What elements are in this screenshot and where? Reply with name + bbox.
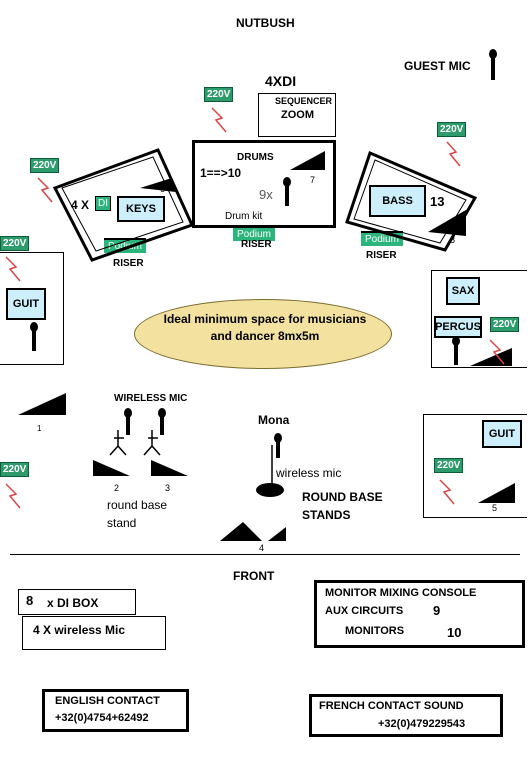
drums-count: 9x xyxy=(259,187,273,202)
keys-riser: RISER xyxy=(113,258,144,269)
monitor-2-number: 2 xyxy=(114,483,120,493)
power-label-right-guitar: 220V xyxy=(434,458,464,473)
di-box-label: x DI BOX xyxy=(47,596,99,610)
drums-podium: Podium xyxy=(233,226,275,241)
round-base-stand-label: round base stand xyxy=(107,498,168,530)
round-base-stands-label: ROUND BASE STANDS xyxy=(302,490,383,522)
wireless-box-label: 4 X wireless Mic xyxy=(33,623,126,637)
keys-di-prefix: 4 X xyxy=(71,198,90,212)
guest-mic xyxy=(489,49,497,80)
keys-riser-shape xyxy=(52,148,195,262)
sequencer-label: SEQUENCER xyxy=(275,96,333,106)
monitor-3-number: 3 xyxy=(165,483,171,493)
guest-mic-label: GUEST MIC xyxy=(404,59,471,73)
aux-circuits-label: AUX CIRCUITS xyxy=(325,605,404,617)
power-label-drums: 220V xyxy=(204,87,234,102)
space-note: Ideal minimum space for musicians and da… xyxy=(163,312,367,343)
di-count-label: 4XDI xyxy=(265,73,297,89)
monitor-console-box: MONITOR MIXING CONSOLE AUX CIRCUITS 9 MO… xyxy=(314,580,525,648)
wireless-mic-2 xyxy=(158,408,166,435)
french-contact-label: FRENCH CONTACT SOUND xyxy=(319,700,464,712)
monitor-wedges xyxy=(18,151,515,541)
microphones xyxy=(30,49,497,458)
monitors-value: 10 xyxy=(447,625,462,640)
di-box: 8 x DI BOX xyxy=(18,589,136,615)
english-contact-label: ENGLISH CONTACT xyxy=(55,695,160,707)
power-label-bass: 220V xyxy=(437,122,467,137)
power-label-left-guitar: 220V xyxy=(0,236,30,251)
mona-wireless-label: wireless mic xyxy=(276,466,342,480)
wireless-mic-1 xyxy=(124,408,132,435)
monitors-label: MONITORS xyxy=(345,625,405,637)
monitor-wedge-3 xyxy=(151,460,188,476)
left-guitar-box: GUIT xyxy=(6,288,46,320)
monitor-wedge-4b xyxy=(268,527,286,541)
power-bolts xyxy=(5,107,505,509)
drums-channels: 1==>10 xyxy=(200,166,242,180)
wireless-box: 4 X wireless Mic xyxy=(22,616,166,650)
mona-label: Mona xyxy=(258,413,290,427)
aux-circuits-value: 9 xyxy=(433,603,441,618)
french-contact-phone: +32(0)479229543 xyxy=(378,718,466,730)
right-sax-area xyxy=(431,270,527,368)
zoom-label: ZOOM xyxy=(281,109,314,121)
mona-mic xyxy=(274,433,282,458)
space-ellipse xyxy=(134,299,392,369)
keys-podium: Podium xyxy=(104,238,146,253)
bass-riser-shape xyxy=(345,150,478,252)
sequencer-box: SEQUENCER ZOOM xyxy=(258,93,336,137)
right-guitar-area xyxy=(423,414,527,518)
wireless-mic-label: WIRELESS MIC xyxy=(114,393,188,404)
english-contact-phone: +32(0)4754+62492 xyxy=(55,712,149,724)
monitor-1-number: 1 xyxy=(37,424,42,433)
power-label-percus: 220V xyxy=(490,317,520,332)
power-label-left-front: 220V xyxy=(0,462,30,477)
monitor-wedge-5 xyxy=(478,483,515,503)
bass-channel: 13 xyxy=(430,194,445,209)
monitor-4-number: 4 xyxy=(259,543,265,553)
right-guitar-box: GUIT xyxy=(482,420,522,448)
monitor-wedge-keys xyxy=(140,178,176,192)
bass-box: BASS xyxy=(369,185,426,217)
french-contact-box: FRENCH CONTACT SOUND +32(0)479229543 xyxy=(309,694,503,737)
front-label: FRONT xyxy=(233,569,275,583)
mona-round-base xyxy=(256,483,284,497)
monitor-wedge-4 xyxy=(220,522,262,541)
english-contact-box: ENGLISH CONTACT +32(0)4754+62492 xyxy=(42,689,189,732)
percus-mic xyxy=(452,336,460,365)
monitor-wedge-drums xyxy=(290,151,325,170)
left-guitar-area xyxy=(0,252,64,365)
di-box-count: 8 xyxy=(26,593,34,608)
mic-stands xyxy=(109,430,161,456)
keys-di-badge: DI xyxy=(95,196,111,211)
drums-monitor-number: 7 xyxy=(310,175,316,185)
left-guitar-mic xyxy=(30,322,38,351)
keys-box: KEYS xyxy=(117,196,165,222)
bass-monitor-number: 8 xyxy=(450,235,456,245)
bass-riser: RISER xyxy=(366,250,397,261)
sax-box: SAX xyxy=(446,277,480,305)
front-line xyxy=(10,554,520,555)
page-title: NUTBUSH xyxy=(236,16,295,30)
drum-kit-label: Drum kit xyxy=(225,211,263,222)
bass-riser-inner xyxy=(353,159,467,244)
keys-riser-inner xyxy=(61,156,184,252)
power-label-keys: 220V xyxy=(30,158,60,173)
monitor-console-title: MONITOR MIXING CONSOLE xyxy=(325,587,477,599)
monitor-wedge-1 xyxy=(18,393,66,415)
drums-riser: RISER xyxy=(241,239,272,250)
percus-box: PERCUS xyxy=(434,316,482,338)
monitor-wedge-sax xyxy=(470,348,512,366)
drums-mic xyxy=(283,177,291,206)
monitor-wedge-bass xyxy=(428,210,466,236)
drums-label: DRUMS xyxy=(237,152,274,163)
monitor-5-number: 5 xyxy=(492,503,498,513)
monitor-wedge-2 xyxy=(93,460,130,476)
